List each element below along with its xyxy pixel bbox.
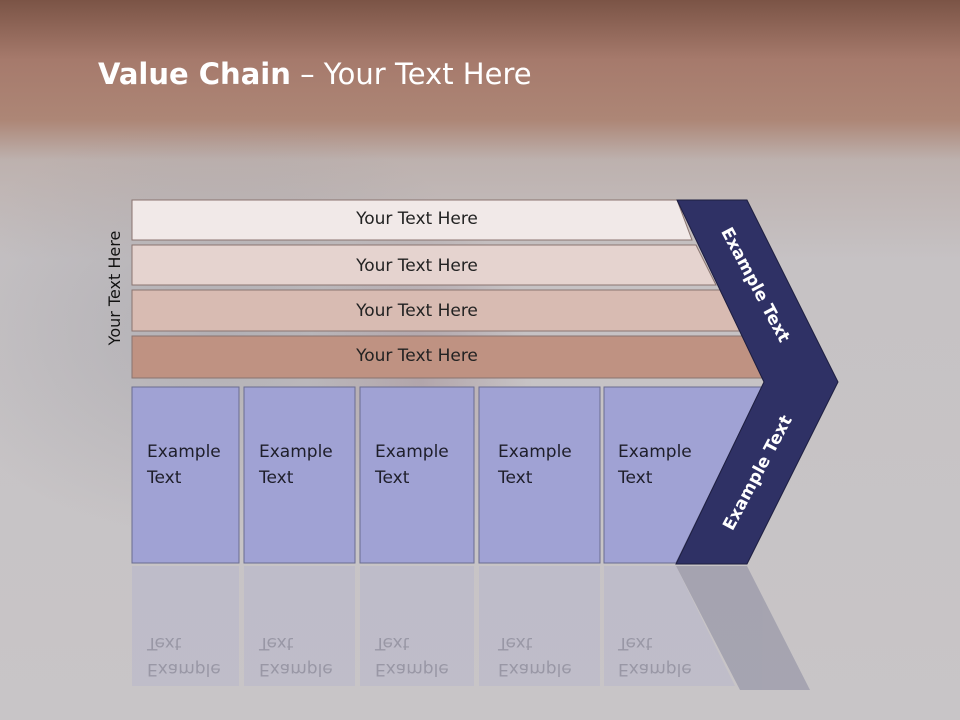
cell-2-reflection-line1: Example: [259, 659, 333, 679]
cell-4-shape: [478, 386, 601, 564]
cell-1-reflection-line2: Text: [147, 633, 182, 653]
cell-5-reflection-line2: Text: [618, 633, 653, 653]
cell-1-shape: [131, 386, 240, 564]
chevron-shape: [675, 199, 839, 565]
cell-5-reflection: Example Text: [618, 630, 718, 682]
band-2-shape: [131, 244, 717, 286]
cell-3-shape: [359, 386, 475, 564]
cell-1-line2: Text: [147, 468, 182, 488]
cell-3-reflection-line2: Text: [375, 633, 410, 653]
cell-1-reflection-line1: Example: [147, 659, 221, 679]
cell-5-line2: Text: [618, 468, 653, 488]
band-3-label: Your Text Here: [356, 301, 478, 321]
title-rest: – Your Text Here: [290, 57, 532, 91]
cell-4-line2: Text: [498, 468, 533, 488]
cell-1-reflection: Example Text: [147, 630, 247, 682]
cell-2-reflection: Example Text: [259, 630, 359, 682]
cell-4-line1: Example: [498, 442, 572, 462]
slide-title: Value Chain – Your Text Here: [98, 52, 532, 96]
band-4-label: Your Text Here: [356, 346, 478, 366]
cell-2-reflection-line2: Text: [259, 633, 294, 653]
title-bold: Value Chain: [98, 57, 291, 91]
cell-4-reflection-line2: Text: [498, 633, 533, 653]
cell-4-reflection-line1: Example: [498, 659, 572, 679]
diagram-reflection: [132, 566, 810, 690]
cell-2-line2: Text: [259, 468, 294, 488]
cell-5-reflection-line1: Example: [618, 659, 692, 679]
cell-3-line2: Text: [375, 468, 410, 488]
cell-5-line1: Example: [618, 442, 692, 462]
band-1-shape: [131, 199, 693, 241]
cell-3-line1: Example: [375, 442, 449, 462]
cell-2-line1: Example: [259, 442, 333, 462]
cell-4-reflection: Example Text: [498, 630, 598, 682]
band-1-label: Your Text Here: [356, 209, 478, 229]
cell-3-reflection-line1: Example: [375, 659, 449, 679]
cell-1-line1: Example: [147, 442, 221, 462]
band-2-label: Your Text Here: [356, 256, 478, 276]
cell-3-reflection: Example Text: [375, 630, 475, 682]
cell-2-shape: [243, 386, 356, 564]
